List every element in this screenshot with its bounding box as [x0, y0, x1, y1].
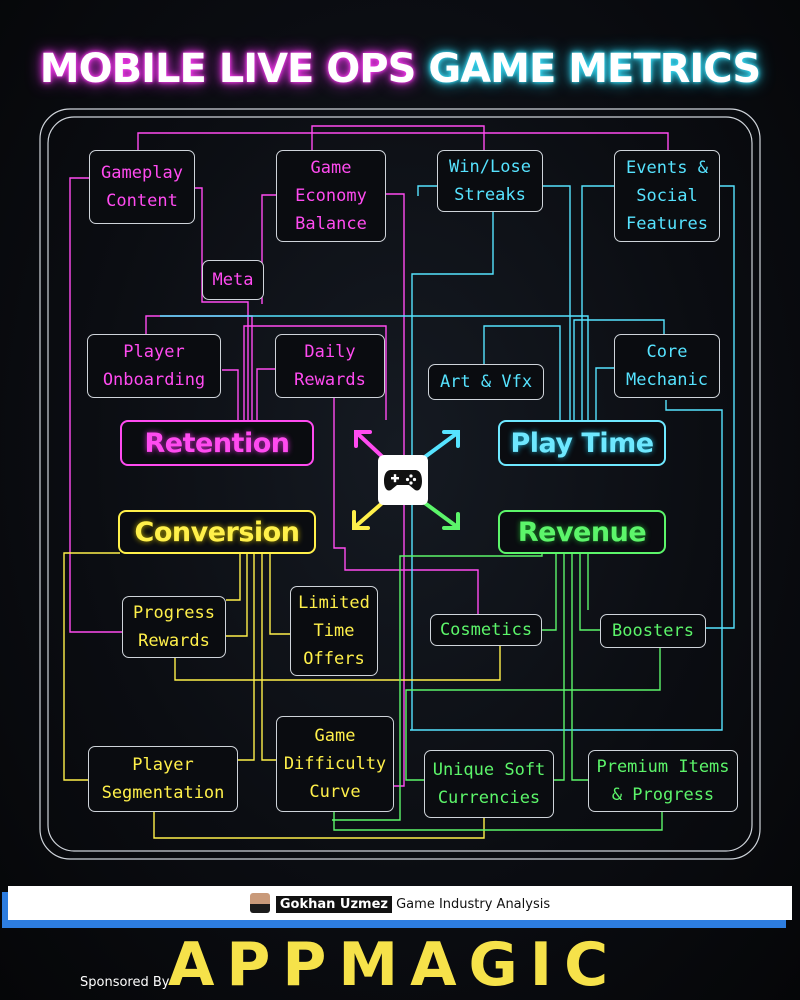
- sponsor-label: Sponsored By: [80, 975, 170, 990]
- node-game-economy-balance: Game Economy Balance: [276, 150, 386, 242]
- outer-frame: [39, 108, 761, 860]
- author-banner: [8, 886, 792, 920]
- author-avatar: [249, 893, 270, 913]
- title-part-1: MOBILE LIVE OPS: [39, 46, 429, 92]
- node-boosters: Boosters: [600, 614, 706, 648]
- inner-frame: [47, 116, 753, 852]
- hub-conversion: Conversion: [118, 510, 316, 554]
- author-tagline: Game Industry Analysis: [396, 897, 551, 912]
- node-win-lose-streaks: Win/Lose Streaks: [437, 150, 543, 212]
- node-limited-time-offers: Limited Time Offers: [290, 586, 378, 676]
- node-meta: Meta: [202, 260, 264, 300]
- hub-play-time: Play Time: [498, 420, 666, 466]
- author-name[interactable]: Gokhan Uzmez: [275, 896, 392, 913]
- hub-retention: Retention: [120, 420, 314, 466]
- node-game-difficulty-curve: Game Difficulty Curve: [276, 716, 394, 812]
- node-progress-rewards: Progress Rewards: [122, 596, 226, 658]
- node-cosmetics: Cosmetics: [430, 614, 542, 646]
- sponsor-logo[interactable]: APPMAGIC: [168, 930, 621, 1000]
- node-art-vfx: Art & Vfx: [428, 364, 544, 400]
- node-unique-soft-currencies: Unique Soft Currencies: [424, 750, 554, 818]
- node-daily-rewards: Daily Rewards: [275, 334, 385, 398]
- page-title: MOBILE LIVE OPS GAME METRICS: [0, 46, 800, 92]
- node-player-onboarding: Player Onboarding: [87, 334, 221, 398]
- node-player-segmentation: Player Segmentation: [88, 746, 238, 812]
- node-events-social-features: Events & Social Features: [614, 150, 720, 242]
- hub-revenue: Revenue: [498, 510, 666, 554]
- gamepad-icon: [384, 470, 422, 491]
- author-credit: Gokhan Uzmez Game Industry Analysis: [0, 893, 800, 913]
- center-gamepad: [378, 455, 428, 505]
- conversion-wires: [63, 552, 501, 839]
- banner-accent-bar: [2, 892, 8, 928]
- node-core-mechanic: Core Mechanic: [614, 334, 720, 398]
- revenue-wires: [332, 553, 663, 831]
- node-gameplay-content: Gameplay Content: [89, 150, 195, 224]
- play-time-wires: [160, 185, 735, 731]
- title-part-2: GAME METRICS: [428, 46, 761, 92]
- node-premium-items-progress: Premium Items & Progress: [588, 750, 738, 812]
